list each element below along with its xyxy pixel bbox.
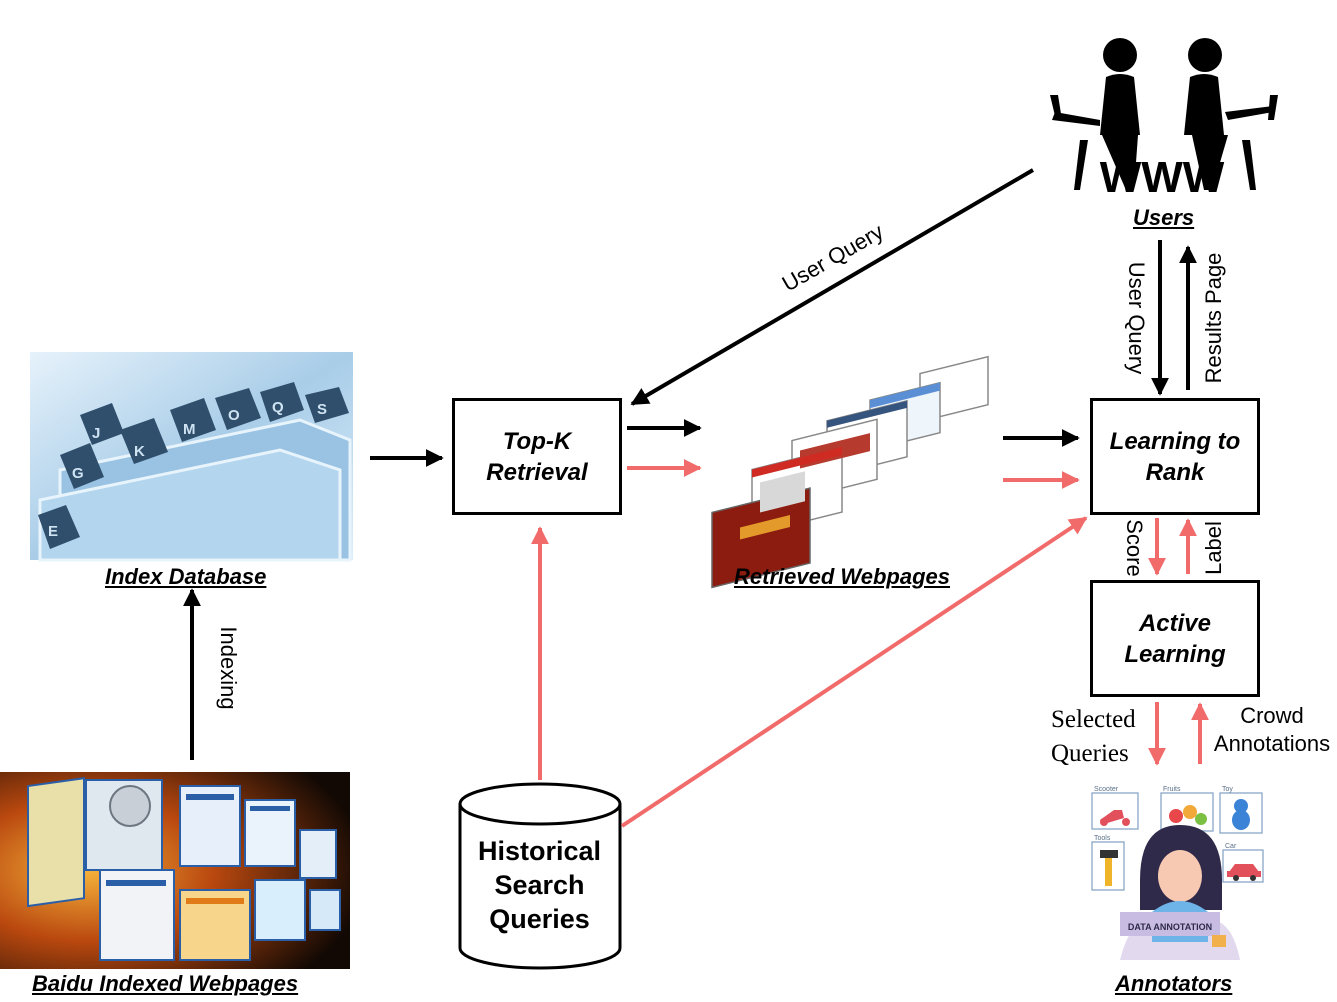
topk-retrieval-box: Top-K Retrieval [452,398,622,515]
index-tab-letter: Q [272,399,284,416]
fruits-label: Fruits [1163,786,1181,793]
index-tab-letter: M [183,421,196,438]
active-learning-label: Active Learning [1124,609,1226,668]
user-query-diagonal-arrow [630,168,1035,406]
annotators-image: Scooter Fruits Toy Tools Car [1082,772,1274,962]
baidu-webpages-caption: Baidu Indexed Webpages [32,971,299,996]
learning-to-rank-label: Learning to Rank [1109,427,1241,486]
label-label: Label [1201,521,1226,575]
toy-label: Toy [1222,786,1233,793]
red-flows [531,459,1209,828]
index-tab-letter: G [72,465,84,482]
retrieved-webpages-image [711,355,989,589]
index-tab-letter: O [228,407,240,424]
results-page-label: Results Page [1201,252,1226,384]
fruits-card [1160,792,1214,832]
baidu-webpages-image [0,772,350,969]
toy-icon [1232,799,1250,830]
index-database-image: E G J K M O Q S [30,352,353,562]
index-tab-letter: S [317,401,327,418]
black-flows [183,168,1197,760]
category-labels: Scooter Fruits Toy Tools Car [1094,786,1237,850]
topk-retrieval-label: Top-K Retrieval [486,427,588,486]
car-label: Car [1225,843,1237,850]
data-annotation-banner: DATA ANNOTATION [1128,922,1212,932]
score-label: Score [1122,519,1147,577]
www-label: WWW [1100,153,1225,202]
retrieved-webpages-caption: Retrieved Webpages [734,564,951,589]
index-tab-letter: J [92,425,100,442]
tools-label: Tools [1094,835,1111,842]
hammer-icon [1100,850,1118,886]
selected-queries-label: Selected Queries [1051,706,1136,767]
scooter-icon [1100,810,1130,826]
historical-queries-cylinder [458,782,622,970]
index-database-caption: Index Database [105,564,267,589]
index-tab-icons [38,382,349,549]
user-query-vertical-label: User Query [1124,261,1149,375]
history-to-ltr-arrow [620,516,1088,828]
active-learning-box: Active Learning [1090,580,1260,697]
indexing-label: Indexing [216,626,241,710]
index-tab-letter: K [134,443,145,460]
scooter-label: Scooter [1094,786,1119,793]
users-caption: Users [1133,205,1195,230]
annotators-caption: Annotators [1115,971,1233,996]
learning-to-rank-box: Learning to Rank [1090,398,1260,515]
annotator-person: DATA ANNOTATION [1120,825,1226,947]
users-icon: WWW [1050,38,1278,202]
fruits-icon [1169,805,1207,825]
car-icon [1227,864,1261,881]
historical-queries-label: Historical Search Queries [477,836,602,934]
crowd-annotations-label: Crowd Annotations [1213,703,1331,756]
index-tab-letter: E [48,523,58,540]
